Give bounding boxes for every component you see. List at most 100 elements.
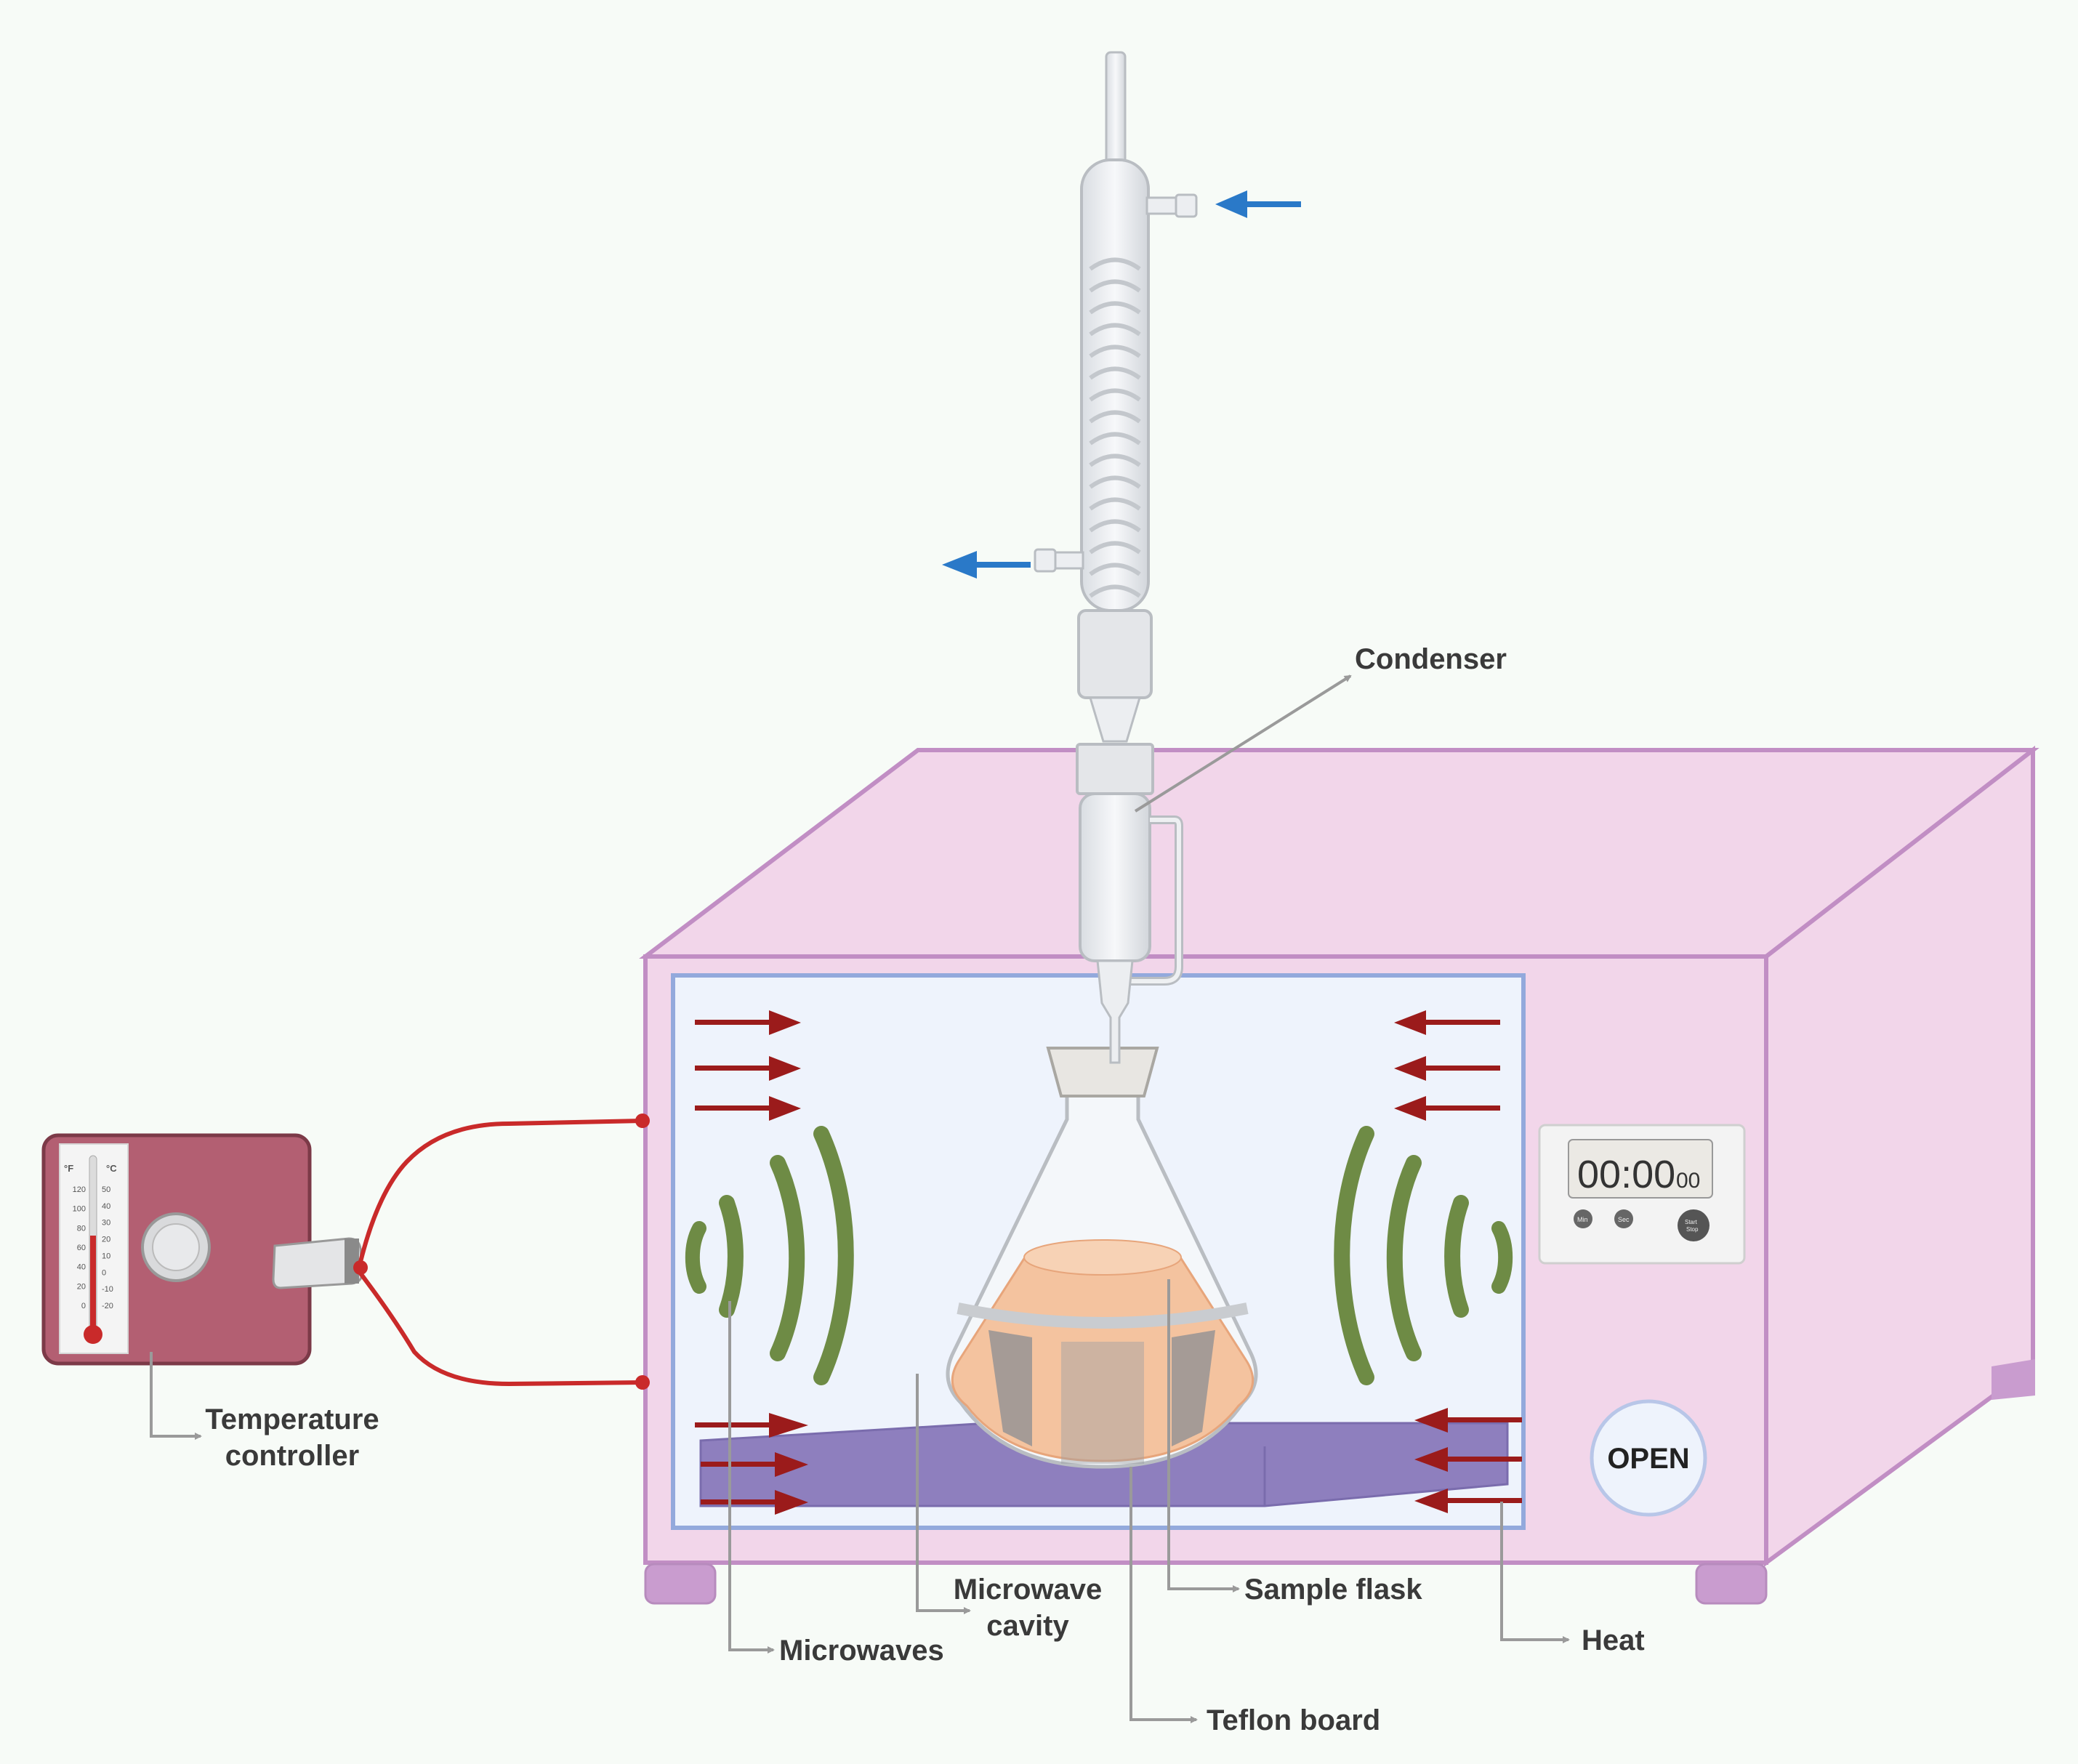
c-tick-label: 40 (102, 1202, 110, 1211)
probe-connector-end (345, 1239, 359, 1284)
microwaves-left (685, 1126, 854, 1385)
label-temperature-controller-2: controller (225, 1440, 359, 1472)
open-button[interactable]: OPEN (1590, 1399, 1707, 1517)
oven-foot-right (1695, 1563, 1768, 1605)
heat-arrow-right-5 (1414, 1447, 1522, 1472)
heat-arrow-left-1 (695, 1010, 801, 1035)
heat-arrow-left-6 (701, 1490, 808, 1515)
label-microwave-cavity-2: cavity (986, 1610, 1069, 1642)
timer-min-label: Min (1577, 1216, 1588, 1223)
wire-terminal-upper (635, 1113, 650, 1128)
c-tick-label: 10 (102, 1252, 110, 1260)
heat-arrow-left-5 (701, 1452, 808, 1477)
unit-f: °F (64, 1163, 73, 1174)
flask-holder-band (957, 1302, 1249, 1329)
microwave-wave-icon (1491, 1221, 1513, 1294)
thermometer-bulb (84, 1325, 102, 1344)
f-tick-label: 80 (77, 1224, 86, 1233)
open-button-label: OPEN (1607, 1443, 1689, 1475)
f-tick-label: 100 (73, 1205, 86, 1214)
timer-start-label: Start (1685, 1219, 1698, 1225)
heat-arrow-left-3 (695, 1096, 801, 1121)
flask-holder-panel (1172, 1330, 1215, 1446)
label-temperature-controller-1: Temperature (205, 1403, 379, 1435)
labels: Condenser Temperature controller Microwa… (205, 643, 1644, 1736)
label-sample-flask: Sample flask (1244, 1574, 1422, 1606)
adapter-side-arm-inner (1128, 818, 1181, 983)
oven-foot-back (1992, 1359, 2035, 1400)
label-microwaves: Microwaves (779, 1635, 944, 1667)
wire-upper (358, 1119, 643, 1262)
callout-heat (1500, 1502, 1570, 1643)
label-condenser: Condenser (1355, 643, 1507, 675)
oven-foot-left (644, 1563, 717, 1605)
heat-arrow-right-4 (1414, 1408, 1522, 1433)
label-heat: Heat (1582, 1624, 1645, 1656)
timer-display-main: 00:00 (1577, 1153, 1675, 1196)
timer-display (1568, 1139, 1713, 1199)
c-tick-label: 0 (102, 1268, 106, 1277)
timer-display-small: 00 (1676, 1169, 1700, 1193)
callout-microwaves (728, 1301, 775, 1654)
f-tick-label: 60 (77, 1244, 86, 1252)
timer-min-button[interactable] (1574, 1209, 1592, 1228)
adapter-joint (1076, 743, 1154, 795)
microwave-wave-icon (1444, 1195, 1469, 1318)
controller-wires (353, 1113, 650, 1390)
f-tick-label: 0 (81, 1302, 86, 1310)
water-inlet-arrow (1215, 190, 1301, 218)
callout-condenser (1134, 674, 1352, 813)
f-tick-label: 120 (73, 1185, 86, 1194)
timer-sec-label: Sec (1618, 1216, 1630, 1223)
flask-stopper (1046, 1047, 1159, 1098)
microwave-oven: 00:00 00 Min Sec Start Stop OPEN (639, 745, 2039, 1605)
condenser-coil (1089, 257, 1141, 598)
heat-arrow-right-6 (1414, 1489, 1522, 1513)
condenser-inlet-nozzle (1175, 193, 1198, 218)
c-tick-label: 30 (102, 1219, 110, 1228)
heat-arrow-left-2 (695, 1056, 801, 1081)
label-microwave-cavity-1: Microwave (954, 1574, 1103, 1606)
microwave-wave-icon (770, 1155, 805, 1361)
heat-arrow-left-4 (695, 1413, 808, 1438)
microwave-wave-icon (1386, 1155, 1422, 1361)
f-tick-label: 20 (77, 1282, 86, 1291)
microwave-wave-icon (1334, 1126, 1374, 1385)
callout-teflon-board (1129, 1467, 1198, 1723)
controller-knob-inner (152, 1223, 200, 1271)
unit-c: °C (106, 1163, 117, 1174)
condenser (1034, 51, 1198, 1064)
heat-arrow-right-1 (1394, 1010, 1500, 1035)
timer-sec-button[interactable] (1614, 1209, 1633, 1228)
sample-flask (946, 1047, 1258, 1469)
thermometer-mercury (90, 1236, 96, 1330)
timer-stop-label: Stop (1686, 1226, 1699, 1233)
microwave-wave-icon (685, 1221, 706, 1294)
heat-arrow-right-3 (1394, 1096, 1500, 1121)
condenser-joint (1077, 609, 1153, 699)
water-outlet-arrow (942, 551, 1031, 579)
callout-temperature-controller (150, 1352, 202, 1440)
adapter-body (1079, 792, 1151, 962)
heat-arrows (695, 1010, 1522, 1515)
condenser-outlet-nozzle (1034, 548, 1057, 573)
timer-panel: 00:00 00 Min Sec Start Stop (1538, 1124, 1746, 1265)
heat-arrow-right-2 (1394, 1056, 1500, 1081)
adapter-stem (1096, 959, 1134, 1064)
c-tick-label: 50 (102, 1185, 110, 1194)
c-tick-label: 20 (102, 1236, 110, 1244)
flask-holder-panel (1061, 1342, 1144, 1464)
wire-junction (353, 1260, 368, 1275)
c-tick-label: -20 (102, 1302, 113, 1310)
wire-terminal-lower (635, 1375, 650, 1390)
flask-liquid-surface (1023, 1239, 1182, 1276)
callout-microwave-cavity (916, 1374, 971, 1614)
callout-lines (150, 674, 1570, 1723)
timer-start-stop-button[interactable] (1678, 1209, 1709, 1241)
microwaves-right (1334, 1126, 1513, 1385)
microwave-wave-icon (719, 1195, 744, 1318)
